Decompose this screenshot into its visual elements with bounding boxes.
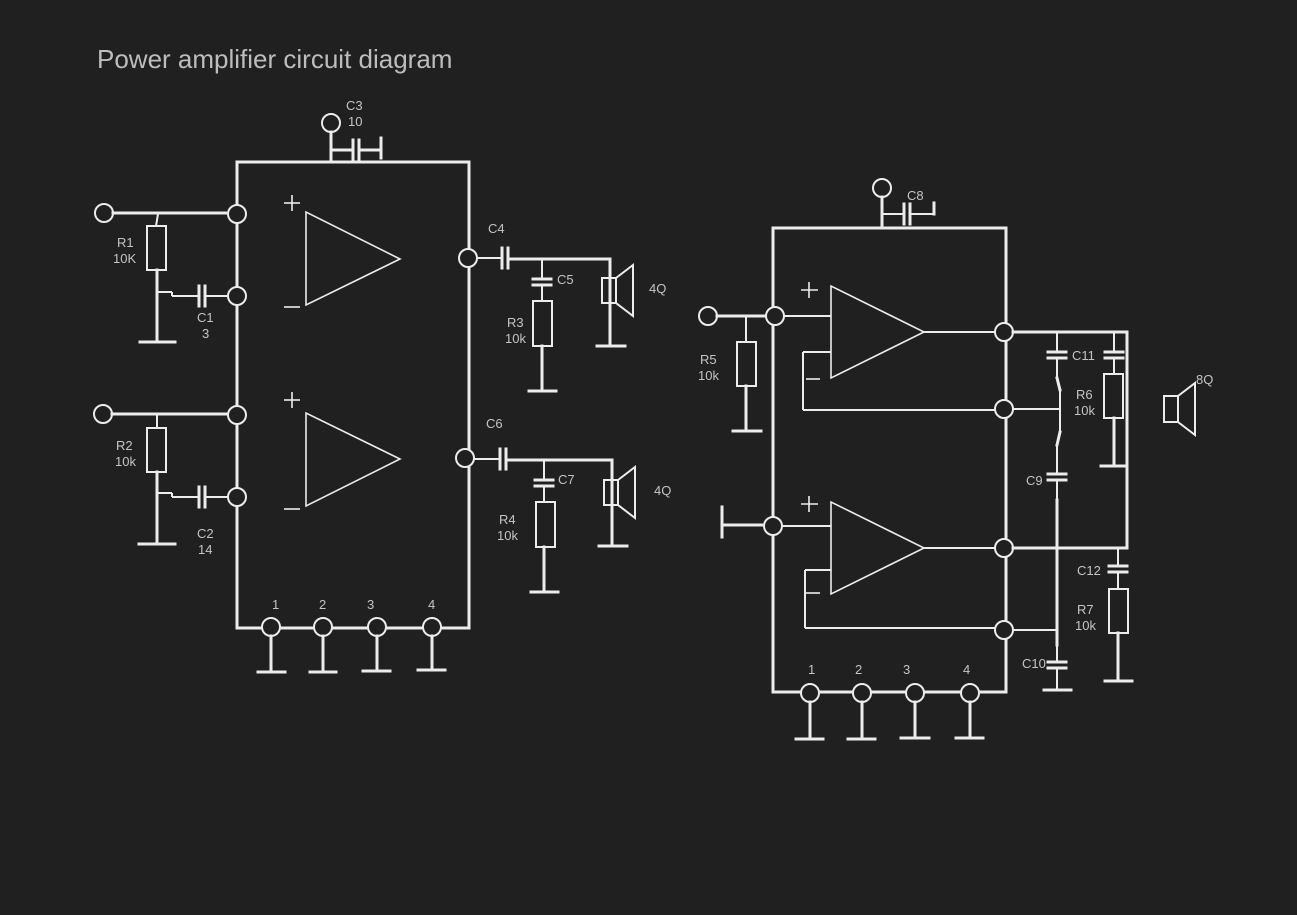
c1-label: C1 (197, 310, 214, 325)
pin-label-1: 1 (808, 662, 815, 677)
r6-value: 10k (1074, 403, 1095, 418)
input-3-terminal[interactable] (698, 306, 718, 326)
terminal[interactable] (321, 113, 341, 133)
c8-label: C8 (907, 188, 924, 203)
speaker-2-impedance: 4Q (654, 483, 671, 498)
output-network-bridge: C11 R6 10k C9 C12 R7 10k C10 8Q (1011, 330, 1213, 692)
r4-label: R4 (499, 512, 516, 527)
c11-label: C11 (1072, 348, 1095, 363)
ic-pin[interactable] (227, 286, 247, 306)
c12-label: C12 (1077, 563, 1101, 578)
ic-output-pin[interactable] (455, 448, 475, 468)
ic-2-body (771, 226, 1008, 694)
opamp-4 (782, 496, 995, 629)
pin-label-3: 3 (367, 597, 374, 612)
pin-label-4: 4 (963, 662, 970, 677)
ic-pin[interactable] (227, 204, 247, 224)
ic-pin-3[interactable] (367, 617, 387, 637)
resistor-r5 (736, 341, 757, 387)
r2-label: R2 (116, 438, 133, 453)
ic-1-body (235, 160, 471, 630)
speaker-impedance: 8Q (1196, 372, 1213, 387)
r3-value: 10k (505, 331, 526, 346)
c2-label: C2 (197, 526, 214, 541)
ic-output-pin[interactable] (458, 248, 478, 268)
capacitor-c3: C3 10 (321, 98, 383, 164)
opamp-2 (284, 392, 402, 510)
c3-value: 10 (348, 114, 362, 129)
c3-label: C3 (346, 98, 363, 113)
resistor-r2 (146, 427, 167, 473)
c6-label: C6 (486, 416, 503, 431)
r7-label: R7 (1077, 602, 1094, 617)
ic-1-bottom-pins: 1 2 3 4 (256, 597, 447, 674)
ic-pin-1[interactable] (800, 683, 820, 703)
right-circuit: C8 (698, 178, 1213, 741)
resistor-r3 (532, 300, 553, 347)
r1-value: 10K (113, 251, 136, 266)
ic-pin[interactable] (227, 405, 247, 425)
input-4-ground (720, 505, 783, 539)
r4-value: 10k (497, 528, 518, 543)
ic-pin[interactable] (994, 399, 1014, 419)
r1-label: R1 (117, 235, 134, 250)
c9-label: C9 (1026, 473, 1043, 488)
input-3-network: R5 10k (698, 306, 785, 433)
capacitor-c8: C8 (872, 178, 936, 230)
c1-value: 3 (202, 326, 209, 341)
c10-label: C10 (1022, 656, 1046, 671)
r3-label: R3 (507, 315, 524, 330)
speaker-icon (1163, 380, 1196, 438)
input-1-network: R1 10K C1 3 (94, 203, 247, 344)
ic-pin[interactable] (765, 306, 785, 326)
ic-output-pin[interactable] (994, 322, 1014, 342)
pin-label-4: 4 (428, 597, 435, 612)
speaker-icon (603, 464, 636, 521)
r7-value: 10k (1075, 618, 1096, 633)
ic-2-bottom-pins: 1 2 3 4 (794, 662, 985, 741)
ic-pin-3[interactable] (905, 683, 925, 703)
ic-pin-4[interactable] (960, 683, 980, 703)
speaker-icon (601, 262, 634, 319)
ic-pin[interactable] (994, 620, 1014, 640)
resistor-r7 (1108, 588, 1129, 634)
r2-value: 10k (115, 454, 136, 469)
output-2-network: C6 C7 R4 10k 4Q (455, 416, 671, 594)
opamp-3 (784, 282, 995, 411)
ic-pin-4[interactable] (422, 617, 442, 637)
c4-label: C4 (488, 221, 505, 236)
ic-pin-2[interactable] (852, 683, 872, 703)
r5-value: 10k (698, 368, 719, 383)
resistor-r4 (535, 501, 556, 548)
input-2-network: R2 10k C2 14 (93, 404, 247, 557)
pin-label-1: 1 (272, 597, 279, 612)
ic-output-pin[interactable] (994, 538, 1014, 558)
opamp-1 (284, 195, 402, 308)
input-1-terminal[interactable] (94, 203, 114, 223)
pin-label-3: 3 (903, 662, 910, 677)
c7-label: C7 (558, 472, 575, 487)
pin-label-2: 2 (319, 597, 326, 612)
r6-label: R6 (1076, 387, 1093, 402)
page-title: Power amplifier circuit diagram (97, 44, 452, 74)
output-1-network: C4 C5 R3 10k 4Q (458, 221, 666, 393)
ic-pin-1[interactable] (261, 617, 281, 637)
ic-pin[interactable] (227, 487, 247, 507)
r5-label: R5 (700, 352, 717, 367)
c2-value: 14 (198, 542, 212, 557)
terminal[interactable] (872, 178, 892, 198)
resistor-r6 (1103, 373, 1124, 419)
c5-label: C5 (557, 272, 574, 287)
speaker-1-impedance: 4Q (649, 281, 666, 296)
ic-pin[interactable] (763, 516, 783, 536)
left-circuit: C3 10 R1 10K C1 3 (93, 98, 671, 674)
ic-pin-2[interactable] (313, 617, 333, 637)
pin-label-2: 2 (855, 662, 862, 677)
resistor-r1 (146, 225, 167, 271)
input-2-terminal[interactable] (93, 404, 113, 424)
